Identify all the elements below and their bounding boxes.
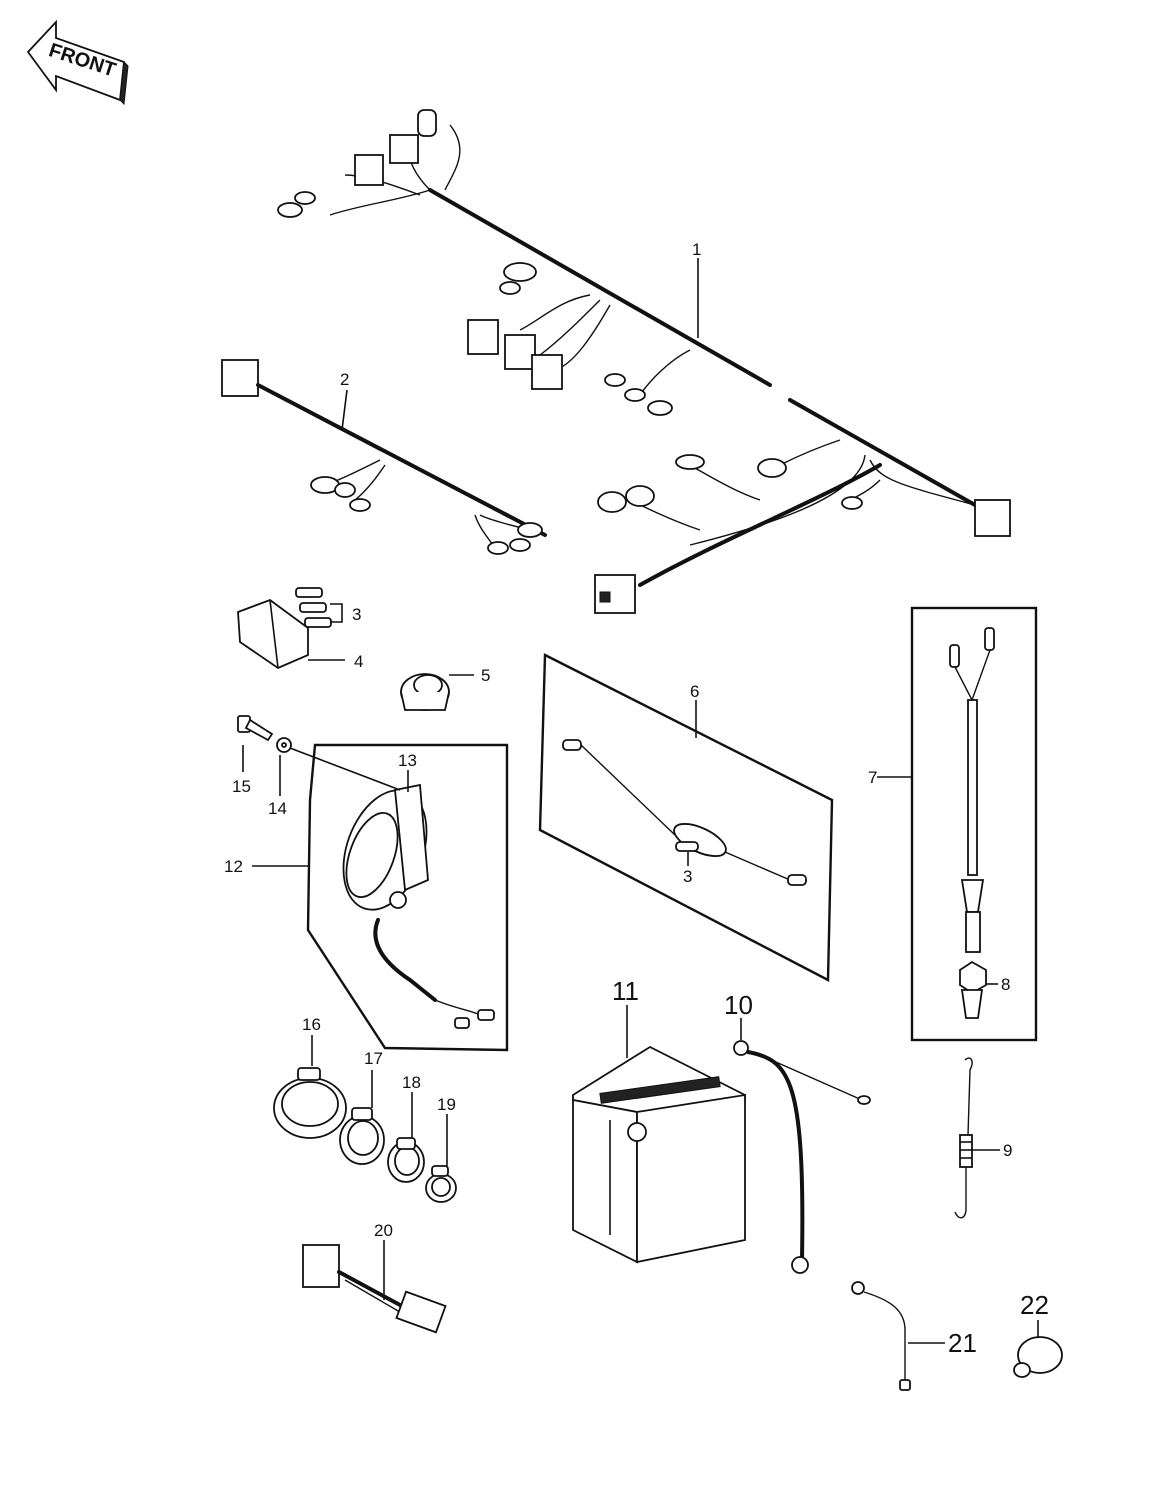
callout-18: 18 — [402, 1073, 421, 1092]
clamp-18 — [387, 1137, 425, 1183]
fuse-wire-6 — [562, 739, 807, 886]
callout-3a: 3 — [352, 605, 361, 624]
clamp-16 — [273, 1067, 347, 1139]
battery-11 — [572, 1045, 746, 1264]
spring-9 — [954, 1057, 973, 1219]
callout-11: 11 — [612, 976, 639, 1006]
leader-2 — [341, 389, 348, 431]
ground-lead-21 — [851, 1281, 911, 1391]
callout-20: 20 — [374, 1221, 393, 1240]
front-arrow-icon: FRONT — [26, 19, 129, 106]
callout-15: 15 — [232, 777, 251, 796]
callout-16: 16 — [302, 1015, 321, 1034]
leader-3a — [330, 603, 343, 623]
callout-9: 9 — [1003, 1141, 1012, 1160]
washer-14 — [276, 737, 292, 753]
clamp-17 — [339, 1107, 385, 1165]
clamp-19 — [425, 1165, 457, 1203]
callout-3b: 3 — [683, 867, 692, 886]
sub-harness — [221, 359, 547, 555]
callout-1: 1 — [692, 240, 701, 259]
fuse-box — [237, 587, 332, 670]
callout-10: 10 — [724, 990, 753, 1020]
callout-21: 21 — [948, 1328, 977, 1358]
nut-8 — [959, 960, 987, 1019]
callout-13: 13 — [398, 751, 417, 770]
relay-5 — [400, 673, 450, 711]
assembly-line — [289, 747, 401, 791]
sensor-lead-7 — [949, 627, 995, 953]
callout-6: 6 — [690, 682, 699, 701]
frame-7 — [910, 606, 1038, 1042]
main-harness — [277, 109, 1011, 614]
callout-22: 22 — [1020, 1290, 1049, 1320]
frame-6 — [538, 653, 834, 982]
callout-7: 7 — [868, 768, 877, 787]
connector-lead-20 — [302, 1244, 447, 1334]
callout-17: 17 — [364, 1049, 383, 1068]
frame-12 — [306, 743, 509, 1052]
battery-cable-10 — [733, 1040, 871, 1274]
horn-12 — [342, 783, 495, 1029]
callout-12: 12 — [224, 857, 243, 876]
callout-19: 19 — [437, 1095, 456, 1114]
bolt-15 — [237, 715, 274, 742]
callout-5: 5 — [481, 666, 490, 685]
terminal-boot-22 — [1013, 1336, 1063, 1378]
callout-4: 4 — [354, 652, 363, 671]
callout-2: 2 — [340, 370, 349, 389]
callout-8: 8 — [1001, 975, 1010, 994]
callout-14: 14 — [268, 799, 287, 818]
